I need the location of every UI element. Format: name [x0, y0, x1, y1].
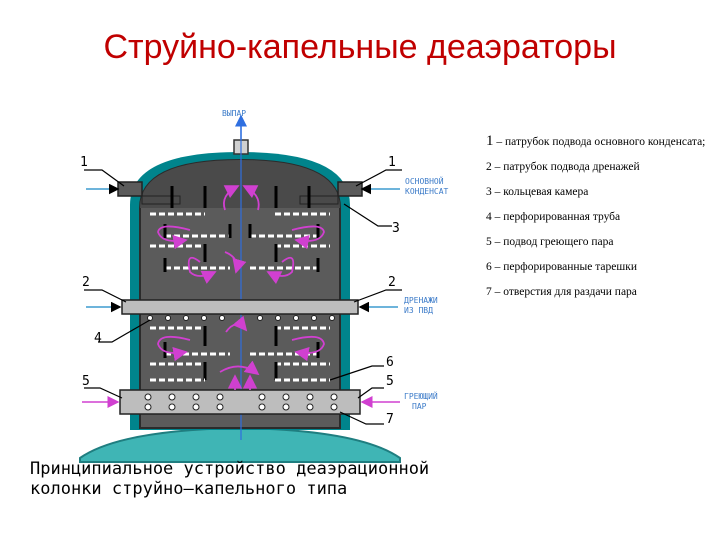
callout-1-right: 1 — [388, 155, 396, 170]
legend-item-2: 2 – патрубок подвода дренажей — [486, 161, 640, 173]
caption-line-1: Принципиальное устройство деаэрационной — [30, 459, 430, 479]
callout-5-left: 5 — [82, 374, 90, 389]
column-dome — [140, 160, 340, 208]
label-steam-1: ГРЕЮЩИЙ — [404, 390, 438, 401]
callout-1-left: 1 — [80, 155, 88, 170]
legend-item-5: 5 – подвод греющего пара — [486, 236, 614, 248]
steam-header — [119, 389, 361, 415]
label-condensate-2: КОНДЕНСАТ — [405, 187, 449, 196]
callout-2-right: 2 — [388, 275, 396, 290]
storage-tank — [79, 426, 401, 463]
callout-6: 6 — [386, 355, 394, 370]
legend-item-3: 3 – кольцевая камера — [486, 186, 589, 198]
callout-2-left: 2 — [82, 275, 90, 290]
callout-4: 4 — [94, 331, 102, 346]
caption-line-2: колонки струйно—капельного типа — [30, 479, 348, 499]
legend-item-1: 1 – патрубок подвода основного конденсат… — [486, 133, 706, 149]
tray-set-4 — [150, 362, 330, 382]
label-condensate-1: ОСНОВНОЙ — [405, 175, 444, 186]
legend-item-7: 7 – отверстия для раздачи пара — [486, 286, 637, 298]
legend: 1 – патрубок подвода основного конденсат… — [486, 133, 716, 309]
drain-pipe — [121, 299, 359, 315]
callout-5-right: 5 — [386, 374, 394, 389]
callout-3: 3 — [392, 221, 400, 236]
annular-chamber — [141, 195, 339, 205]
label-drain-2: ИЗ ПВД — [404, 306, 433, 315]
label-drain-1: ДРЕНАЖИ — [404, 296, 438, 305]
callout-7: 7 — [386, 412, 394, 427]
page-title: Струйно-капельные деаэраторы — [103, 28, 617, 66]
label-vypar: ВЫПАР — [222, 109, 246, 118]
legend-item-4: 4 – перфорированная труба — [486, 211, 621, 223]
legend-item-6: 6 – перфорированные тарешки — [486, 261, 637, 273]
label-steam-2: ПАР — [412, 402, 427, 411]
